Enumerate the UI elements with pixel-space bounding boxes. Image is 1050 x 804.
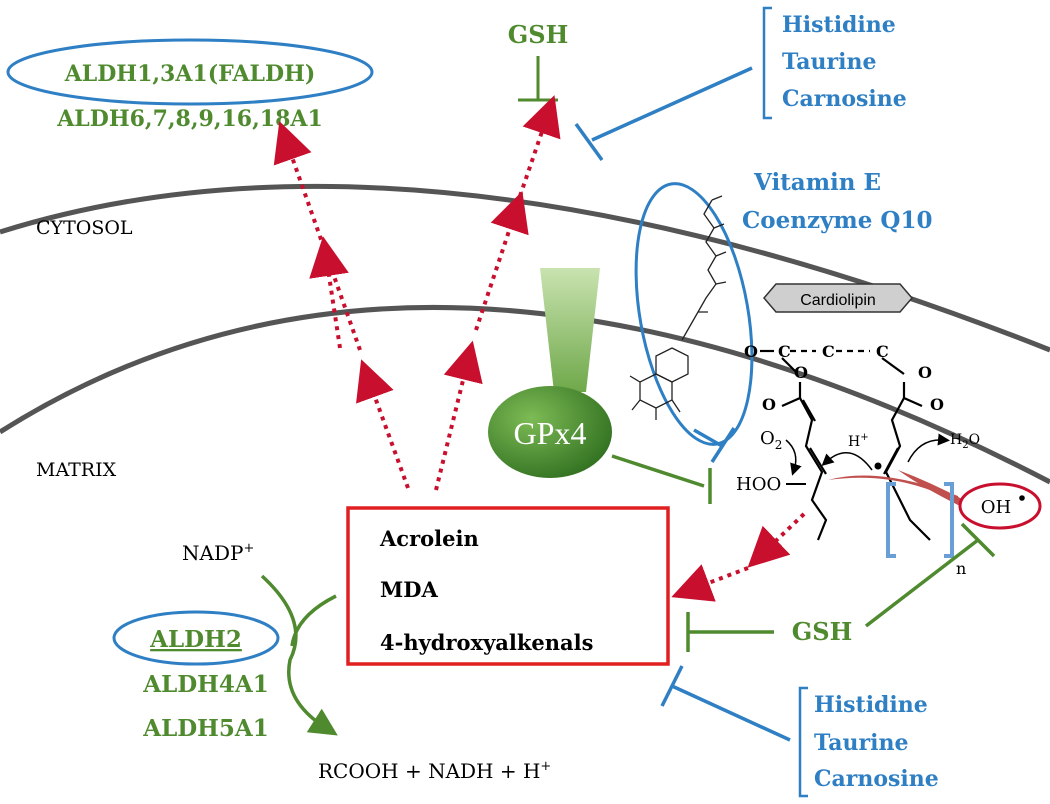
vitamin-e-inhibit-bar — [710, 427, 736, 463]
top-inhibitor-bracket — [762, 6, 772, 120]
aldehyde-box — [346, 506, 670, 666]
lipid-chain-structure — [760, 349, 931, 541]
h-transfer-arrow — [821, 452, 873, 471]
bottom-inhibitor-bracket — [798, 686, 808, 798]
top-inhibitor-carnosine: Carnosine — [782, 86, 907, 112]
top-gsh: GSH — [508, 20, 569, 49]
matrix-label: MATRIX — [36, 459, 117, 481]
arrow-to-matrix-right — [434, 340, 483, 491]
repeat-bracket-left — [886, 482, 896, 558]
radical-dot — [874, 462, 882, 470]
backbone-o-1: O — [744, 342, 758, 361]
gsh-to-oh-inhibit-line — [864, 538, 980, 628]
aldehyde-mda: MDA — [380, 577, 438, 602]
top-inhibitor-line — [591, 66, 753, 142]
aldh2-label: ALDH2 — [149, 626, 242, 653]
bottom-gsh: GSH — [792, 617, 853, 646]
aldh4a1-label: ALDH4A1 — [142, 671, 269, 698]
top-inhibitor-bar — [574, 122, 604, 162]
bottom-inhibitor-histidine: Histidine — [814, 692, 928, 718]
cytosol-label: CYTOSOL — [36, 217, 133, 239]
gpx4-inhibit-line — [611, 454, 705, 488]
vitamin-e-inhibit-line — [693, 428, 723, 448]
cardiolipin-backbone: O C C C O O O O — [744, 342, 944, 414]
top-inhibitor-histidine: Histidine — [782, 12, 896, 38]
oh-radical-label: OH — [981, 497, 1011, 518]
bottom-inhibitor-taurine: Taurine — [814, 730, 908, 756]
backbone-o-2: O — [794, 363, 808, 382]
aldh-group-2: ALDH6,7,8,9,16,18A1 — [56, 106, 323, 132]
backbone-o-3: O — [918, 363, 932, 382]
coq10-label: Coenzyme Q10 — [742, 207, 932, 234]
aldh5a1-label: ALDH5A1 — [142, 715, 269, 742]
backbone-c-1: C — [778, 342, 791, 361]
vitamin-e-structure-icon — [629, 195, 727, 420]
repeat-bracket-right — [944, 482, 954, 558]
bottom-inhibitor-line — [671, 684, 791, 742]
aldehyde-acrolein: Acrolein — [379, 526, 479, 551]
oh-radical-dot — [1019, 495, 1025, 501]
gpx4-anchor — [540, 268, 600, 392]
h2o-arrow — [907, 433, 950, 463]
top-inhibitor-taurine: Taurine — [782, 49, 876, 75]
arrow-to-cytosol-right — [474, 191, 529, 331]
arrow-to-matrix-left — [356, 359, 410, 489]
o2-label: O2 — [760, 428, 782, 452]
aldh-group-1: ALDH1,3A1(FALDH) — [64, 61, 316, 87]
gpx4-label: GPx4 — [514, 415, 587, 451]
repeat-n-label: n — [956, 559, 966, 578]
nadp-to-nadh-arrow — [260, 574, 338, 736]
nadp-label: NADP+ — [182, 541, 254, 565]
h2o-label: H2O — [950, 432, 980, 451]
arrow-to-gsh-top — [518, 95, 561, 197]
aldehyde-to-acid-arrow — [290, 594, 337, 647]
oh-radical-ellipse — [958, 482, 1042, 530]
arrow-lipid-to-aldehydes-1 — [747, 512, 806, 568]
h-plus-label: H+ — [848, 432, 869, 450]
bottom-inhibitor-carnosine: Carnosine — [814, 766, 939, 792]
hydroxyl-attack-swoosh-2 — [898, 470, 964, 506]
backbone-o-4: O — [762, 395, 776, 414]
arrow-to-cytosol-left — [309, 236, 349, 349]
hoo-label: HOO — [736, 474, 781, 495]
backbone-o-5: O — [930, 395, 944, 414]
inner-membrane — [0, 305, 1050, 485]
cardiolipin-label: Cardiolipin — [800, 292, 876, 309]
backbone-c-2: C — [822, 342, 835, 361]
vitamin-e-label: Vitamin E — [753, 169, 881, 196]
aldehyde-4-hydroxyalkenals: 4-hydroxyalkenals — [380, 630, 593, 655]
gsh-to-oh-inhibit-bar — [960, 522, 996, 558]
gpx4-enzyme — [488, 386, 612, 478]
aldh2-ellipse — [112, 610, 280, 666]
o2-arrow — [785, 439, 802, 476]
arrow-lipid-to-aldehydes-2 — [671, 564, 749, 602]
products-label: RCOOH + NADH + H+ — [318, 759, 551, 783]
faldh-ellipse — [6, 38, 374, 106]
backbone-c-3: C — [876, 342, 889, 361]
bottom-inhibitor-bar — [660, 665, 684, 707]
cardiolipin-tag — [763, 283, 913, 313]
